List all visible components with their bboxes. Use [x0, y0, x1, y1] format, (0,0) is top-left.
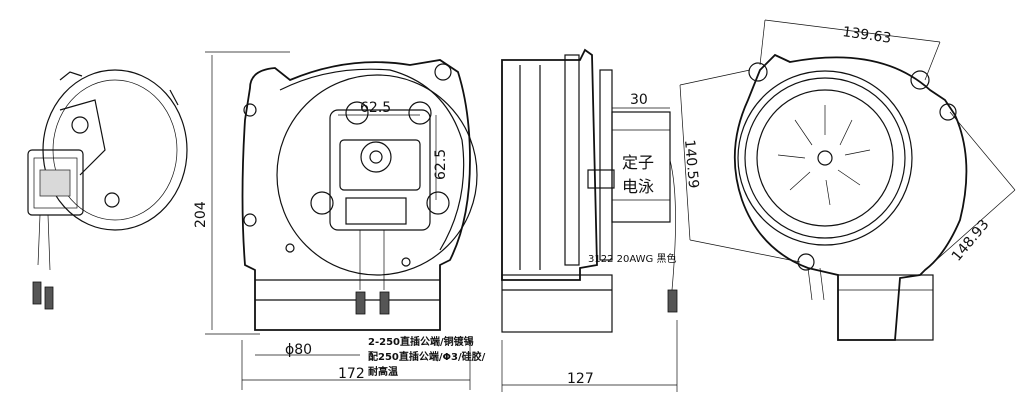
label-terminal-note-3: 耐高温: [368, 365, 398, 378]
dim-side-width: 127: [567, 371, 594, 387]
side-view: [501, 48, 678, 392]
dim-right-left: 140.59: [681, 139, 701, 189]
dim-front-width: 172: [338, 366, 365, 382]
dim-stator-width: 30: [630, 92, 648, 108]
label-stator-line1: 定子: [622, 153, 654, 172]
label-stator-line2: 电泳: [622, 177, 654, 196]
right-dim-lines: [679, 19, 1016, 271]
right-view: [733, 53, 968, 341]
dim-outlet-diameter: ϕ80: [285, 342, 312, 358]
dim-top-width: 62.5: [360, 100, 391, 116]
label-wire-spec: 3122 20AWG 黑色: [588, 252, 676, 265]
label-terminal-note-1: 2-250直插公端/铜镀锡: [368, 335, 474, 348]
dim-right-bottom: 148.93: [949, 217, 993, 265]
label-terminal-note-2: 配250直插公端/Φ3/硅胶/: [368, 350, 486, 363]
front-view: [241, 59, 478, 331]
isometric-view: [27, 69, 188, 310]
front-dim-lines: [205, 51, 471, 390]
dim-top-height: 62.5: [433, 149, 449, 180]
dim-right-top: 139.63: [841, 24, 892, 47]
dim-front-height: 204: [193, 201, 209, 228]
